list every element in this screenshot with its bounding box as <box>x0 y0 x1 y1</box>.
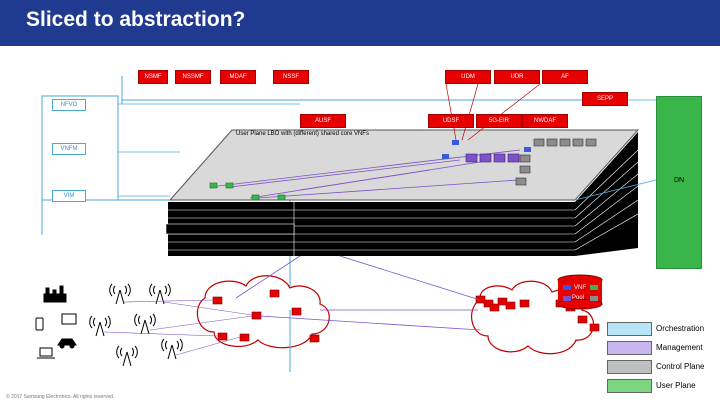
ran-cloud <box>196 275 330 349</box>
car-icon <box>57 338 77 349</box>
af-box: AF <box>542 70 588 84</box>
backhaul-links <box>235 255 481 331</box>
slide-title: Sliced to abstraction? <box>26 8 246 31</box>
nsmf-box: NSMF <box>138 70 168 84</box>
dn-link <box>574 179 657 201</box>
vnfm-label: VNFM <box>52 143 86 155</box>
nssmf-box: NSSMF <box>175 70 211 84</box>
vnf-pool-label-2: Pool <box>572 295 585 301</box>
vnf-pool <box>557 274 603 310</box>
title-bar: Sliced to abstraction? <box>0 0 720 46</box>
radio-towers <box>89 283 183 367</box>
user-devices <box>35 285 77 359</box>
factory-icon <box>43 285 67 303</box>
copyright-footer: © 2017 Samsung Electronics. All rights r… <box>6 394 115 400</box>
udr-box: UDR <box>494 70 540 84</box>
vim-label: VIM <box>52 190 86 202</box>
phone-icon <box>35 317 44 331</box>
nssf-box: NSSF <box>273 70 309 84</box>
control-plane-vnfs <box>515 138 597 186</box>
legend-label-control-plane: Control Plane <box>656 362 705 371</box>
dn-label: DN <box>673 177 685 184</box>
lbo-note: User Plane LBO with (different) shared c… <box>236 131 369 137</box>
management-vnfs <box>465 153 520 163</box>
legend-label-user-plane: User Plane <box>656 381 696 390</box>
server-stack <box>165 129 640 256</box>
legend-label-orchestration: Orchestration <box>656 324 705 333</box>
orch-connectors <box>118 103 300 197</box>
legend-swatch-management <box>607 341 652 355</box>
user-plane-vnfs <box>209 182 286 201</box>
5g-eir-box: 5G-EIR <box>476 114 522 128</box>
legend-swatch-orchestration <box>607 322 652 336</box>
legend-swatch-control-plane <box>607 360 652 374</box>
data-network-box: DN <box>656 96 702 269</box>
laptop-icon <box>37 347 55 359</box>
mdaf-box: MDAF <box>220 70 256 84</box>
nf-links <box>445 83 541 141</box>
access-links <box>103 299 253 356</box>
tablet-icon <box>61 313 77 325</box>
ausf-box: AUSF <box>300 114 346 128</box>
udsf-box: UDSF <box>428 114 474 128</box>
legend-label-management: Management <box>656 343 703 352</box>
vnf-pool-label: VNF <box>574 285 586 291</box>
udm-box: UDM <box>445 70 491 84</box>
legend-swatch-user-plane <box>607 379 652 393</box>
sepp-box: SEPP <box>582 92 628 106</box>
blue-vnfs <box>442 140 531 159</box>
nwdaf-box: NWDAF <box>522 114 568 128</box>
nfvo-label: NFVO <box>52 99 86 111</box>
